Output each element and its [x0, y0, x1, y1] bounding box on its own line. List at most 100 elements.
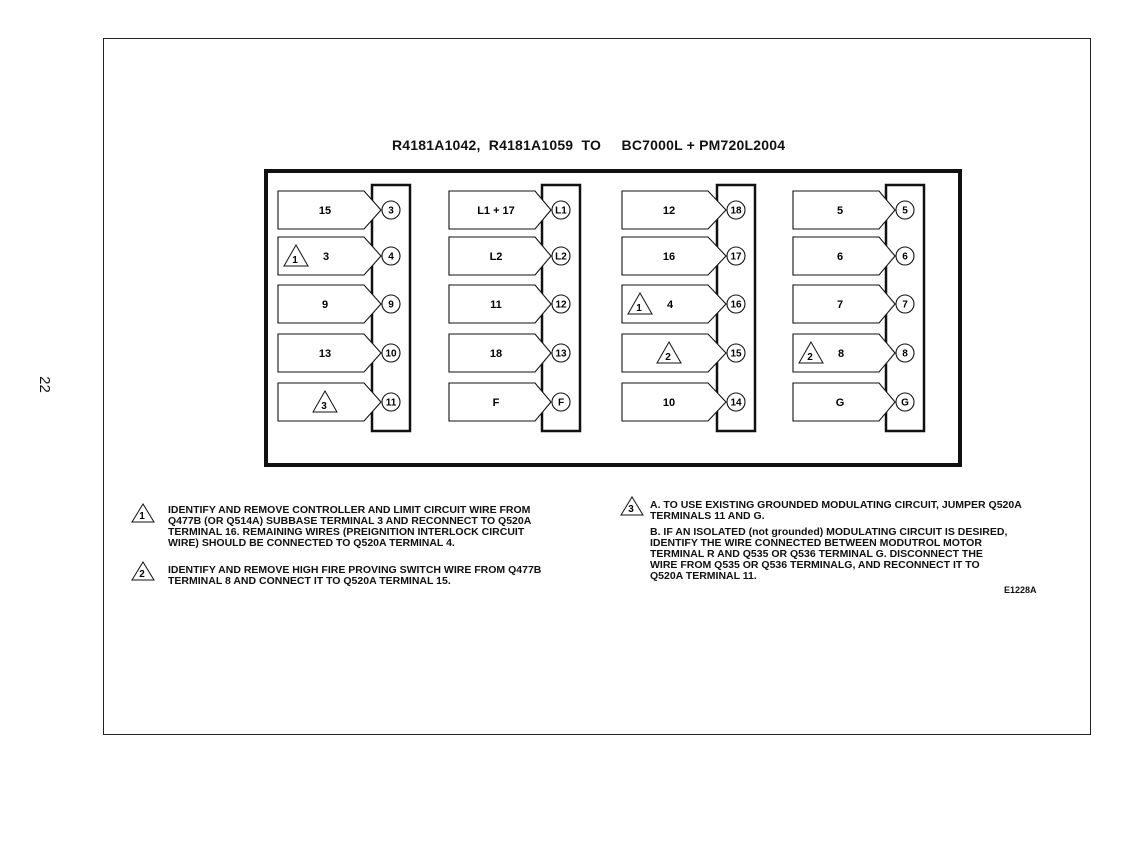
terminal-circle — [551, 392, 571, 412]
wire-tag-label: 12 — [663, 205, 675, 217]
wire-tag-label: 10 — [663, 397, 675, 409]
wire-tag — [792, 382, 896, 422]
note-triangle-icon: 2 — [798, 340, 824, 364]
terminal-circle — [381, 343, 401, 363]
terminal-circle — [551, 294, 571, 314]
wire-tag-row: 77 — [792, 284, 915, 324]
terminal-number: 18 — [730, 206, 742, 217]
terminal-circle — [726, 246, 746, 266]
terminal-circle — [895, 246, 915, 266]
terminal-circle — [381, 200, 401, 220]
wire-tag-row: 55 — [792, 190, 915, 230]
note-symbol: 3 — [321, 401, 327, 412]
wire-tag-label: 11 — [490, 299, 502, 311]
note-triangle-icon: 3 — [312, 389, 338, 413]
wire-tag-label: 3 — [323, 251, 329, 263]
wire-tag-label: G — [836, 397, 845, 409]
note-symbol: 2 — [665, 352, 671, 363]
terminal-number: G — [901, 398, 909, 409]
wire-tag — [277, 333, 382, 373]
terminal-number: 15 — [730, 349, 742, 360]
wire-tag — [448, 382, 552, 422]
terminal-circle — [551, 343, 571, 363]
wire-tag-row: 15 2 — [621, 333, 746, 373]
note-symbol: 2 — [807, 352, 813, 363]
terminal-number: 16 — [730, 300, 742, 311]
wire-tag — [621, 382, 727, 422]
wire-tag — [277, 190, 382, 230]
terminal-circle — [726, 294, 746, 314]
terminal-number: 9 — [388, 300, 394, 311]
wire-tag-label: 9 — [322, 299, 328, 311]
terminal-circle — [381, 294, 401, 314]
wire-tag-label: 13 — [319, 348, 331, 360]
note-2: IDENTIFY AND REMOVE HIGH FIRE PROVING SW… — [168, 565, 608, 587]
note-symbol: 1 — [636, 303, 642, 314]
wire-tag-label: 8 — [838, 348, 844, 360]
wire-tag — [277, 382, 382, 422]
terminal-circle — [726, 392, 746, 412]
wire-tag-row: L2 L2 — [448, 236, 571, 276]
wire-tag-label: 15 — [319, 205, 331, 217]
terminal-circle — [895, 343, 915, 363]
note-2-triangle-icon: 2 — [131, 561, 155, 581]
note-triangle-icon: 1 — [283, 243, 309, 267]
wire-tag — [792, 236, 896, 276]
terminal-circle — [551, 200, 571, 220]
note-3b-text: B. IF AN ISOLATED (not grounded) MODULAT… — [650, 526, 1008, 582]
terminal-circle — [726, 200, 746, 220]
wire-tag-label: 4 — [667, 299, 674, 311]
terminal-number: F — [558, 398, 564, 409]
wire-tag-label: L1 + 17 — [477, 205, 515, 217]
terminal-number: L1 — [555, 206, 567, 217]
wire-tag — [448, 190, 552, 230]
note-triangle-icon: 1 — [627, 291, 653, 315]
terminal-number: 13 — [555, 349, 567, 360]
terminal-number: 11 — [386, 398, 397, 409]
wire-tag — [621, 333, 727, 373]
wire-tag-row: FF — [448, 382, 571, 422]
wire-tag — [448, 236, 552, 276]
note-1-symbol: 1 — [139, 511, 145, 522]
wire-tag — [792, 190, 896, 230]
panel-outline — [264, 169, 962, 467]
drawing-frame — [103, 38, 1091, 735]
terminal-circle — [895, 392, 915, 412]
wire-tag-label: 7 — [837, 299, 843, 311]
terminal-number: 10 — [385, 349, 397, 360]
terminal-circle — [726, 343, 746, 363]
note-3a-text: A. TO USE EXISTING GROUNDED MODULATING C… — [650, 499, 1022, 522]
wire-tag — [448, 333, 552, 373]
wire-tag-row: L1 L1 + 17 — [448, 190, 571, 230]
terminal-number: 17 — [730, 252, 742, 263]
terminal-number: 8 — [902, 349, 908, 360]
wire-tag — [621, 190, 727, 230]
note-3a: A. TO USE EXISTING GROUNDED MODULATING C… — [650, 500, 1080, 522]
note-1: IDENTIFY AND REMOVE CONTROLLER AND LIMIT… — [168, 505, 608, 549]
terminal-number: 6 — [902, 252, 908, 263]
note-triangle-icon: 2 — [656, 340, 682, 364]
diagram-title: R4181A1042, R4181A1059 TO BC7000L + PM72… — [392, 137, 786, 153]
wire-tag-label: 16 — [663, 251, 675, 263]
note-2-text: IDENTIFY AND REMOVE HIGH FIRE PROVING SW… — [168, 564, 542, 587]
wire-tag-label: L2 — [490, 251, 503, 263]
wire-tag-row: 99 — [277, 284, 401, 324]
wire-tag-row: 10 13 — [277, 333, 401, 373]
terminal-circle — [381, 392, 401, 412]
wire-tag-row: 11 3 — [277, 382, 401, 422]
wire-tag-label: 5 — [837, 205, 843, 217]
terminal-number: L2 — [555, 252, 567, 263]
wire-tag — [621, 236, 727, 276]
note-2-symbol: 2 — [139, 569, 145, 580]
note-symbol: 1 — [292, 255, 298, 266]
